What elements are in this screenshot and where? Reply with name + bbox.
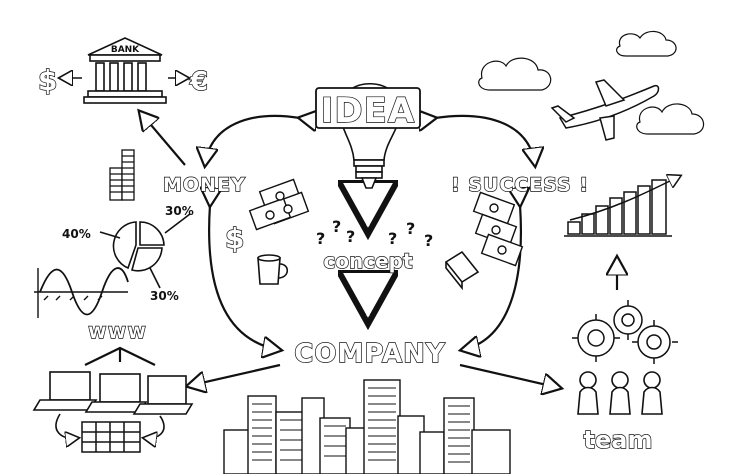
bank-icon	[83, 37, 167, 104]
pct-30-bottom-label: 30%	[150, 289, 179, 303]
cloud-icon	[478, 30, 705, 135]
money-bundle-icon	[472, 191, 524, 267]
success-label: ! SUCCESS !	[451, 174, 589, 196]
svg-text:?: ?	[316, 229, 325, 248]
concept-label: concept	[323, 249, 413, 273]
svg-text:?: ?	[346, 227, 355, 246]
server-links	[55, 413, 165, 438]
idea-label: IDEA	[321, 91, 415, 131]
book-icon	[444, 250, 480, 291]
team-label: team	[584, 426, 653, 454]
server-icon	[81, 421, 141, 453]
coin-stack-icon	[109, 149, 135, 201]
person-icon	[577, 371, 663, 415]
dollar-symbol: $	[38, 64, 57, 97]
money-dollar-symbol: $	[225, 222, 244, 255]
idea-banner: IDEA	[315, 87, 421, 132]
city-skyline-icon	[223, 379, 511, 474]
company-label: COMPANY	[294, 339, 446, 369]
wave-graph-icon	[34, 267, 129, 318]
connector-arrows	[84, 112, 617, 388]
svg-text:?: ?	[388, 229, 397, 248]
money-bundle-icon	[248, 178, 310, 231]
gears-icon	[572, 300, 678, 364]
pct-30-top-label: 30%	[165, 204, 194, 218]
euro-symbol: €	[189, 67, 208, 97]
airplane-icon	[550, 79, 660, 141]
pct-40-label: 40%	[62, 227, 91, 241]
bank-label: BANK	[111, 45, 140, 55]
www-label: WWW	[89, 323, 148, 342]
bar-chart-icon	[564, 176, 680, 237]
question-marks: ? ? ? ? ? ?	[316, 217, 433, 250]
svg-text:?: ?	[406, 219, 415, 238]
svg-text:?: ?	[424, 231, 433, 250]
pie-chart-icon	[99, 213, 191, 289]
laptop-icon	[32, 371, 194, 415]
svg-text:?: ?	[332, 217, 341, 236]
money-label: MONEY	[163, 174, 246, 196]
coffee-mug-icon	[257, 254, 289, 285]
